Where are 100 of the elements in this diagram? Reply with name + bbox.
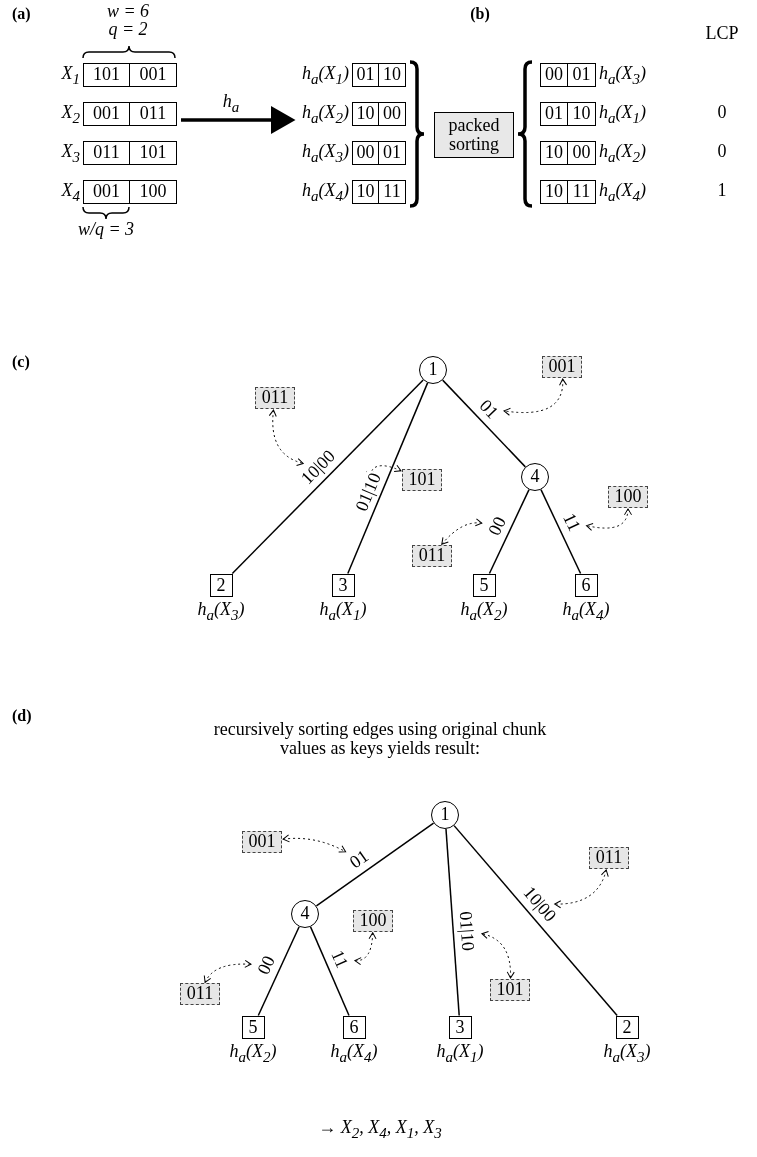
tree-node-circle: 4 — [291, 900, 319, 928]
leader-line — [204, 960, 252, 983]
bit-chunk: 00 — [541, 64, 568, 86]
bit-chunk: 01 — [541, 103, 568, 125]
lcp-value: 1 — [716, 181, 728, 200]
chunk-value-box: 011 — [412, 545, 452, 567]
parameter-label: w/q = 3 — [76, 220, 136, 239]
tree-edge — [347, 382, 429, 575]
lcp-value: 0 — [716, 103, 728, 122]
tree-node-circle: 4 — [521, 463, 549, 491]
bit-chunk: 100 — [138, 181, 168, 203]
lcp-value: 0 — [716, 142, 728, 161]
chunk-value-box: 011 — [589, 847, 629, 869]
leaf-node-box: 5 — [241, 1015, 265, 1039]
tree-edge — [488, 488, 530, 575]
row-label: X$_{2}$ — [60, 101, 81, 127]
tree-edge — [257, 925, 300, 1017]
thick-arrow — [181, 106, 296, 134]
tree-edge — [540, 488, 582, 575]
leaf-label: h$_{a}$(X$_{3}$) — [197, 598, 245, 624]
bit-chunk: 001 — [84, 103, 130, 125]
row-label: h$_{a}$(X$_{3}$) — [598, 62, 647, 88]
bit-chunk: 00 — [353, 142, 379, 164]
bit-chunk: 01 — [571, 64, 592, 86]
result-text: → X$_{2}$, X$_{4}$, X$_{1}$, X$_{3}$ — [317, 1118, 443, 1143]
tree-edge — [441, 379, 527, 468]
chunk-value-box: 101 — [490, 979, 530, 1001]
row-label: X$_{3}$ — [60, 140, 81, 166]
tree-edge — [445, 828, 460, 1017]
leader-line — [354, 932, 377, 965]
bit-chunk: 10 — [541, 181, 568, 203]
leader-line — [586, 508, 632, 531]
leader-line — [503, 378, 567, 416]
tree-edge — [315, 822, 435, 907]
chunk-value-box: 100 — [353, 910, 393, 932]
bit-chunk: 00 — [382, 103, 402, 125]
panel-label: (a) — [12, 4, 31, 23]
row-label: X$_{1}$ — [60, 62, 81, 88]
leaf-label: h$_{a}$(X$_{3}$) — [603, 1040, 651, 1066]
leaf-node-box: 6 — [342, 1015, 366, 1039]
leaf-node-box: 2 — [615, 1015, 639, 1039]
chunk-value-box: 001 — [242, 831, 282, 853]
bit-chunk: 011 — [84, 142, 130, 164]
bit-chunk: 101 — [84, 64, 130, 86]
bit-chunk: 10 — [353, 181, 379, 203]
leaf-node-box: 6 — [574, 573, 598, 597]
panel-label: (d) — [12, 706, 32, 725]
bit-chunk: 101 — [138, 142, 168, 164]
bit-chunk: 011 — [138, 103, 168, 125]
chunk-value-box: 001 — [542, 356, 582, 378]
tree-node-circle: 1 — [419, 356, 447, 384]
row-label: X$_{4}$ — [60, 179, 81, 205]
bit-chunk: 11 — [382, 181, 402, 203]
tree-edge — [231, 379, 424, 575]
panel-label: (b) — [469, 4, 491, 23]
bit-chunk: 01 — [353, 64, 379, 86]
parameter-label: w = 6 — [105, 2, 151, 21]
row-label: h$_{a}$(X$_{1}$) — [301, 62, 350, 88]
leaf-label: h$_{a}$(X$_{1}$) — [319, 598, 367, 624]
leaf-label: h$_{a}$(X$_{1}$) — [436, 1040, 484, 1066]
tree-edge — [309, 926, 350, 1017]
leaf-node-box: 3 — [331, 573, 355, 597]
bit-chunk: 10 — [382, 64, 402, 86]
leaf-label: h$_{a}$(X$_{2}$) — [460, 598, 508, 624]
leader-line — [282, 834, 347, 853]
bit-chunk: 001 — [138, 64, 168, 86]
description-text: recursively sorting edges using original chunk values as keys yields result: — [212, 720, 548, 758]
tree-edge — [453, 824, 618, 1017]
panel-label: (c) — [12, 352, 30, 371]
bit-chunk: 01 — [382, 142, 402, 164]
leader-line — [269, 409, 304, 466]
tree-node-circle: 1 — [431, 801, 459, 829]
leaf-label: h$_{a}$(X$_{4}$) — [562, 598, 610, 624]
row-label: h$_{a}$(X$_{2}$) — [301, 101, 350, 127]
bit-chunk: 11 — [571, 181, 592, 203]
leader-line — [554, 869, 609, 908]
column-header: LCP — [704, 24, 740, 43]
row-label: h$_{a}$(X$_{3}$) — [301, 140, 350, 166]
leaf-node-box: 3 — [448, 1015, 472, 1039]
chunk-value-box: 100 — [608, 486, 648, 508]
row-label: h$_{a}$(X$_{2}$) — [598, 140, 647, 166]
bit-chunk: 001 — [84, 181, 130, 203]
bit-chunk: 00 — [571, 142, 592, 164]
parameter-label: q = 2 — [107, 20, 149, 39]
leaf-label: h$_{a}$(X$_{4}$) — [330, 1040, 378, 1066]
leaf-label: h$_{a}$(X$_{2}$) — [229, 1040, 277, 1066]
chunk-value-box: 011 — [255, 387, 295, 409]
row-label: h$_{a}$(X$_{4}$) — [301, 179, 350, 205]
leader-line — [441, 518, 483, 545]
row-label: h$_{a}$(X$_{1}$) — [598, 101, 647, 127]
bit-chunk: 10 — [541, 142, 568, 164]
bit-chunk: 10 — [353, 103, 379, 125]
process-box: packed sorting — [434, 112, 514, 158]
leader-line — [481, 931, 515, 979]
chunk-value-box: 011 — [180, 983, 220, 1005]
chunk-value-box: 101 — [402, 469, 442, 491]
bit-chunk: 10 — [571, 103, 592, 125]
leaf-node-box: 5 — [472, 573, 496, 597]
leaf-node-box: 2 — [209, 573, 233, 597]
row-label: h$_{a}$(X$_{4}$) — [598, 179, 647, 205]
